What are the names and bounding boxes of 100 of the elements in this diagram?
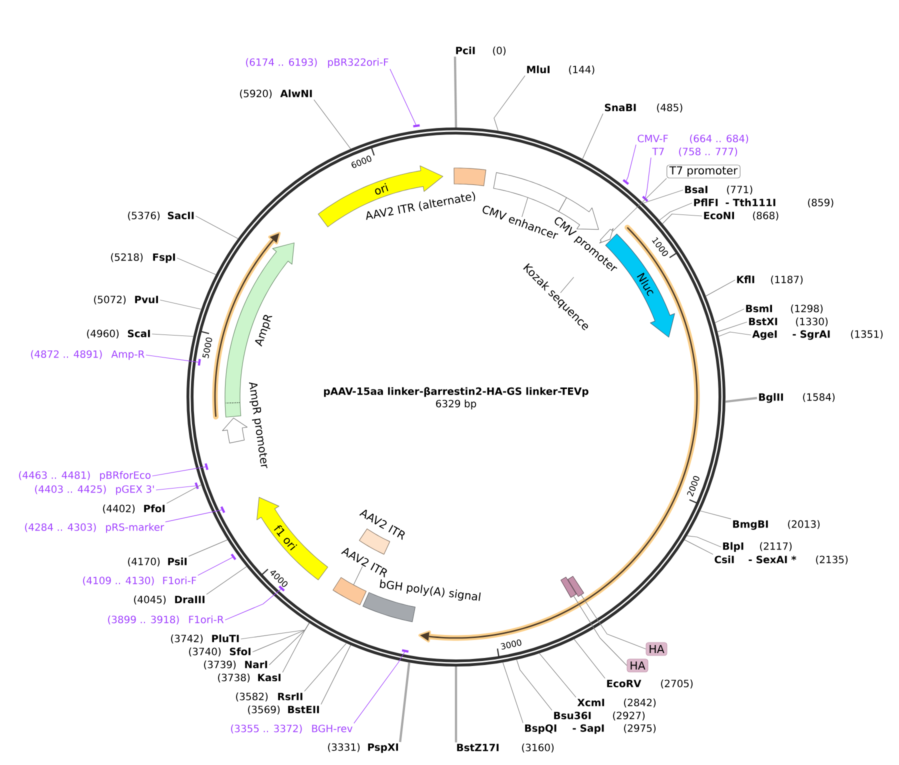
leader-line <box>612 178 667 232</box>
enzyme-site-label: BmgBI (2013) <box>733 520 820 530</box>
leader-line <box>522 197 528 218</box>
plasmid-name: pAAV-15aa linker-βarrestin2-HA-GS linker-TEVp <box>324 387 588 397</box>
leader-line <box>706 280 736 296</box>
primer-mark <box>642 196 648 202</box>
enzyme-site-label: Bsu36I (2927) <box>554 712 645 720</box>
leader-line <box>240 622 310 640</box>
leader-line <box>156 486 196 490</box>
enzyme-site-label: EcoNI (868) <box>704 212 778 220</box>
enzyme-site-label: (3739) NarI <box>204 660 268 670</box>
leader-line <box>560 276 574 294</box>
enzyme-site-label: BstXI (1330) <box>749 318 828 326</box>
enzyme-site-label: (4402) PfoI <box>103 504 165 514</box>
enzyme-site-label: KflI (1187) <box>737 276 803 284</box>
enzyme-site-label: (3331) PspXI <box>328 743 398 753</box>
leader-line <box>642 190 684 204</box>
leader-line <box>314 99 352 150</box>
enzyme-site-label: (5376) SacII <box>128 212 194 220</box>
enzyme-site-label: BstZ17I (3160) <box>457 744 554 752</box>
enzyme-site-label: (4045) DraIII <box>134 596 204 604</box>
feature-box <box>560 576 577 598</box>
feature-label: bGH poly(A) signal <box>380 579 481 601</box>
enzyme-site-label: (4170) PsiI <box>128 558 187 566</box>
tick-label: 6000 <box>352 156 372 168</box>
feature-label: AmpR <box>255 314 272 347</box>
enzyme-site-label: EcoRV (2705) <box>607 680 693 688</box>
leader-line <box>454 666 458 742</box>
leader-line <box>686 536 722 548</box>
leader-line <box>574 638 606 679</box>
primer-label: (3899 .. 3918) F1ori-R <box>108 616 224 624</box>
leader-line <box>152 334 194 337</box>
leader-line <box>494 75 526 132</box>
tick-label: 3000 <box>500 639 522 650</box>
enzyme-site-label: XcmI (2842) <box>577 698 656 708</box>
leader-line <box>152 466 206 476</box>
feature-tag: HA <box>626 658 648 672</box>
leader-line <box>166 484 202 504</box>
primer-mark <box>204 463 208 470</box>
enzyme-site-label: (3740) SfoI <box>189 648 250 656</box>
primer-mark <box>220 506 226 514</box>
feature-box <box>568 576 584 597</box>
leader-line <box>146 354 199 362</box>
primer-label: (4403 .. 4425) pGEX 3' <box>35 485 154 495</box>
enzyme-site-label: SnaBI (485) <box>604 104 682 112</box>
leader-line <box>700 510 732 520</box>
leader-line <box>502 662 524 724</box>
leader-line <box>224 588 282 620</box>
primer-mark <box>622 179 630 185</box>
primer-mark <box>194 482 199 490</box>
primer-mark <box>413 124 420 128</box>
primer-label: (4109 .. 4130) F1ori-F <box>83 576 196 586</box>
primer-label: (4463 .. 4481) pBRforEco <box>19 471 150 481</box>
enzyme-site-label: PciI (0) <box>456 46 506 56</box>
primer-label: (6174 .. 6193) pBR322ori-F <box>246 58 388 68</box>
feature-tag: T7 promoter <box>666 164 740 178</box>
enzyme-site-label: CsiI - SexAI * (2135) <box>714 556 848 564</box>
leader-line <box>573 596 628 666</box>
primer-label: CMV-F (664 .. 684) <box>638 134 748 144</box>
tick-label: 2000 <box>687 476 700 497</box>
leader-line <box>176 258 216 275</box>
leader-line <box>399 662 410 742</box>
enzyme-site-label: BsaI (771) <box>685 186 752 194</box>
primer-label: T7 (758 .. 777) <box>652 148 738 156</box>
leader-line <box>188 540 228 557</box>
leader-line <box>454 56 458 128</box>
tick-label: 5000 <box>202 338 212 358</box>
enzyme-site-label: (5072) PvuI <box>94 296 158 304</box>
leader-line <box>717 322 748 332</box>
leader-line <box>714 308 744 324</box>
leader-line <box>684 540 714 555</box>
leader-line <box>320 644 352 705</box>
primer-label: (3355 .. 3372) BGH-rev <box>231 724 352 734</box>
leader-line <box>662 214 702 224</box>
leader-line <box>538 653 576 698</box>
leader-line <box>353 566 363 586</box>
enzyme-site-label: (5218) FspI <box>111 253 175 263</box>
plasmid-size: 6329 bp <box>436 400 476 410</box>
leader-line <box>659 202 692 220</box>
feature-label: AmpR promoter <box>249 382 268 468</box>
enzyme-site-label: (5920) AlwNI <box>240 90 312 98</box>
feature-tag: HA <box>646 642 668 656</box>
primer-label: (4284 .. 4303) pRS-marker <box>25 523 164 533</box>
primer-mark <box>198 358 201 366</box>
leader-line <box>304 642 347 692</box>
primer-mark <box>278 586 285 592</box>
leader-line <box>725 396 758 403</box>
leader-line <box>354 652 405 724</box>
primer-label: (4872 .. 4891) Amp-R <box>31 350 144 360</box>
enzyme-site-label: (3569) BstEII <box>248 706 319 714</box>
enzyme-site-label: BsmI (1298) <box>746 304 823 314</box>
leader-line <box>580 594 646 650</box>
feature-box <box>332 577 367 606</box>
enzyme-site-label: (4960) ScaI <box>87 330 150 338</box>
enzyme-site-label: MluI (144) <box>527 66 594 74</box>
enzyme-site-label: (3582) RsrII <box>236 692 302 702</box>
leader-line <box>718 332 752 337</box>
primer-mark <box>402 649 409 653</box>
enzyme-site-label: BspQI - SapI (2975) <box>525 724 656 734</box>
enzyme-site-label: BglII (1584) <box>759 393 835 403</box>
